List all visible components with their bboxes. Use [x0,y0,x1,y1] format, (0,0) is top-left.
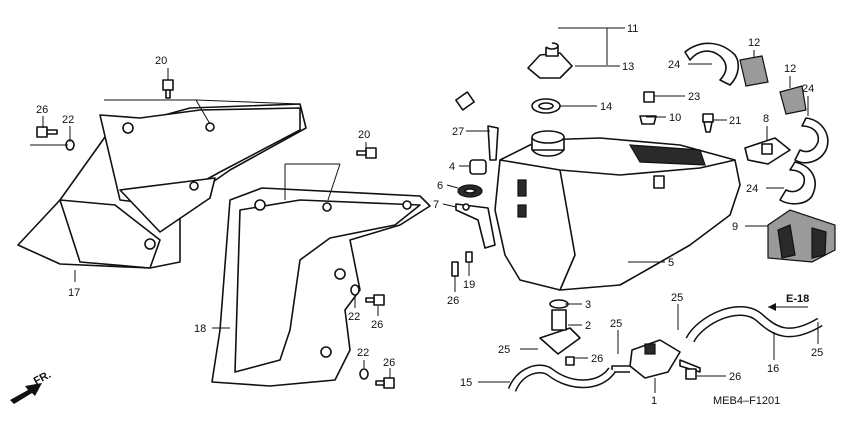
bolts [36,79,697,389]
callout-12-lower: 12 [784,63,796,75]
callout-9: 9 [732,221,738,233]
valve-strainer [539,299,581,355]
callout-26-mid: 26 [371,319,383,331]
callout-22-mid: 22 [348,311,360,323]
callout-1: 1 [651,395,657,407]
fuel-tank [494,130,741,291]
strap-8 [744,137,791,165]
mount-parts [451,91,714,277]
callout-25-hose: 25 [671,292,683,304]
callout-24-right: 24 [802,83,814,95]
cap-gasket [531,98,561,114]
callout-7: 7 [433,199,439,211]
callout-3: 3 [585,299,591,311]
callout-25-far: 25 [811,347,823,359]
rubber-pads [739,55,807,115]
callout-14: 14 [600,101,612,113]
callout-20-left: 20 [155,55,167,67]
callout-12-upper: 12 [748,37,760,49]
tank-band [684,42,740,86]
callout-20-right: 20 [358,129,370,141]
callout-26-tank: 26 [447,295,459,307]
callout-5: 5 [668,257,674,269]
callout-26-valve: 26 [591,353,603,365]
callout-16: 16 [767,363,779,375]
callout-18: 18 [194,323,206,335]
callout-2: 2 [585,320,591,332]
callout-23: 23 [688,91,700,103]
callout-labels: 11 13 14 23 10 21 27 4 6 7 5 3 2 19 26 2… [32,23,823,407]
callout-17: 17 [68,287,80,299]
front-direction-arrow [10,383,42,404]
callout-26-right: 26 [729,371,741,383]
callout-25-valve-top: 25 [610,318,622,330]
left-shroud [17,103,307,269]
breather-tube [455,17,552,111]
callout-25-valve-left: 25 [498,344,510,356]
diagram-code: MEB4–F1201 [713,395,780,407]
callout-4: 4 [449,161,455,173]
fuel-cap [527,42,573,79]
callout-26-left-top: 26 [36,104,48,116]
callout-24-top: 24 [668,59,680,71]
callout-15: 15 [460,377,472,389]
callout-22-left: 22 [62,114,74,126]
front-label: FR. [32,369,53,388]
fuel-hose-left [507,364,616,393]
callout-21: 21 [729,115,741,127]
ref-label-e18: E-18 [786,293,809,305]
callout-24-lower: 24 [746,183,758,195]
band-right-upper [794,117,829,164]
callout-26-low: 26 [383,357,395,369]
callout-8: 8 [763,113,769,125]
callout-10: 10 [669,112,681,124]
fuel-valve [611,339,701,379]
callout-6: 6 [437,180,443,192]
callout-27: 27 [452,126,464,138]
callout-19: 19 [463,279,475,291]
callout-11: 11 [627,23,638,35]
guard-pad-9 [767,209,836,263]
callout-22-low: 22 [357,347,369,359]
right-shroud [211,187,431,387]
fuel-hose-right [685,306,823,343]
band-right-lower [779,161,816,205]
callout-13: 13 [622,61,634,73]
leader-lines [30,27,819,393]
